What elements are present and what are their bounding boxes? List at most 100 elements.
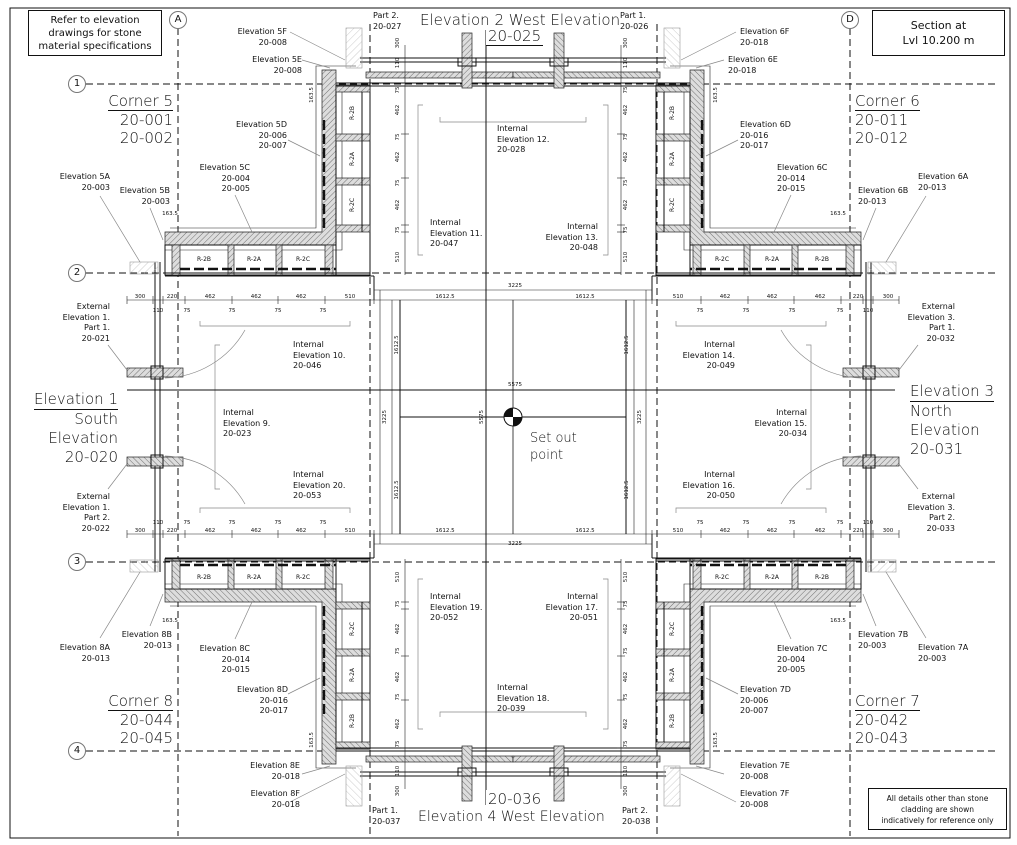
- dimension: 75: [395, 693, 401, 701]
- dimension: 75: [395, 226, 401, 234]
- room-label: R-2B: [196, 256, 212, 263]
- dimension: 75: [623, 86, 629, 94]
- label-line: 20-048: [569, 243, 598, 253]
- dimension: 1612.5: [435, 528, 455, 534]
- dimension: 462: [623, 671, 629, 683]
- title-line: Corner 7: [855, 692, 920, 711]
- label-line: Elevation 5B: [119, 186, 170, 195]
- dimension: 163.5: [162, 211, 178, 217]
- room-label: R-2A: [246, 256, 262, 263]
- room-label: R-2B: [349, 105, 356, 121]
- label-line: Elevation 9.: [223, 418, 271, 428]
- dimension: 462: [766, 528, 778, 534]
- elevation-4-part-1: Part 1. 20-037: [372, 806, 400, 827]
- corner-6-title: Corner 6 20-011 20-012: [855, 92, 920, 147]
- label-line: 20-013: [918, 182, 947, 192]
- title-line: 20-031: [910, 440, 964, 458]
- grid-bubble-4: 4: [68, 742, 86, 760]
- label-line: 20-033: [926, 523, 955, 533]
- dimension: 510: [344, 294, 356, 300]
- label-line: Internal: [704, 340, 735, 349]
- label-line: Elevation 6D: [740, 120, 791, 129]
- label-line: Elevation 5D: [236, 120, 287, 129]
- grid-bubble-3: 3: [68, 553, 86, 571]
- dimension: 462: [623, 718, 629, 730]
- dimension: 163.5: [309, 732, 315, 748]
- dimension: 510: [672, 528, 684, 534]
- dimension: 1612.5: [394, 480, 400, 500]
- label-line: point: [530, 448, 564, 463]
- label-line: Elevation 6C: [777, 163, 828, 172]
- label-line: Elevation 20.: [293, 480, 346, 490]
- title-line: Elevation 3: [910, 382, 994, 402]
- dimension: 462: [719, 294, 731, 300]
- label-line: 20-016: [740, 130, 769, 140]
- dimension: 110: [623, 765, 629, 777]
- room-label: R-2C: [669, 197, 676, 213]
- label-line: 20-049: [706, 361, 735, 371]
- dimension: 75: [623, 226, 629, 234]
- label-line: 20-046: [293, 361, 322, 371]
- label-line: Part 1.: [620, 11, 646, 20]
- dimension: 110: [623, 57, 629, 69]
- dimension: 462: [295, 528, 307, 534]
- label-line: Elevation 17.: [545, 602, 598, 612]
- label-line: 20-017: [740, 141, 769, 151]
- label-line: 20-053: [293, 491, 322, 501]
- dimension: 75: [623, 133, 629, 141]
- dimension: 75: [788, 308, 796, 314]
- title-line: 20-012: [855, 129, 909, 147]
- label-line: 20-007: [740, 706, 769, 716]
- grid-bubble-2: 2: [68, 264, 86, 282]
- label-line: Elevation 7B: [858, 630, 909, 639]
- dimension: 75: [183, 308, 191, 314]
- dimension: 110: [862, 520, 874, 526]
- dimension: 462: [814, 528, 826, 534]
- label-line: 20-018: [740, 37, 769, 47]
- sheet-border: [9, 7, 1011, 839]
- dimension: 220: [852, 528, 864, 534]
- room-label: R-2C: [714, 256, 730, 263]
- dimension: 3225: [508, 283, 522, 289]
- label-line: Part 2.: [373, 11, 399, 20]
- room-label: R-2C: [669, 621, 676, 637]
- dimension: 462: [395, 623, 401, 635]
- label-line: Elevation 11.: [430, 228, 483, 238]
- dimension: 300: [395, 37, 401, 49]
- dimension: 75: [742, 308, 750, 314]
- note-line: indicatively for reference only: [881, 815, 994, 825]
- elevation-3-title: Elevation 3 North Elevation 20-031: [910, 382, 994, 459]
- label-line: Elevation 12.: [497, 134, 550, 144]
- note-line: material specifications: [38, 40, 152, 52]
- label-line: 20-006: [258, 130, 287, 140]
- dimension: 462: [395, 199, 401, 211]
- dimension: 110: [395, 57, 401, 69]
- label-line: Elevation 5C: [199, 163, 250, 172]
- label-line: Part 1.: [84, 323, 110, 333]
- dimension: 1612.5: [624, 335, 630, 355]
- dimension: 110: [152, 520, 164, 526]
- label-line: 20-027: [373, 21, 402, 31]
- note-line: Lvl 10.200 m: [902, 34, 975, 47]
- dimension: 462: [623, 623, 629, 635]
- dimension: 75: [395, 179, 401, 187]
- dimension: 300: [882, 528, 894, 534]
- dimension: 75: [742, 520, 750, 526]
- title-line: Corner 8: [108, 692, 173, 711]
- label-line: Elevation 8C: [199, 644, 250, 653]
- elevation-2-ref: 20-025: [486, 27, 544, 46]
- dimension: 462: [623, 151, 629, 163]
- dimension: 75: [395, 133, 401, 141]
- dimension: 163.5: [162, 618, 178, 624]
- label-line: 20-004: [777, 654, 806, 664]
- dimension: 3225: [508, 541, 522, 547]
- dimension: 1612.5: [575, 294, 595, 300]
